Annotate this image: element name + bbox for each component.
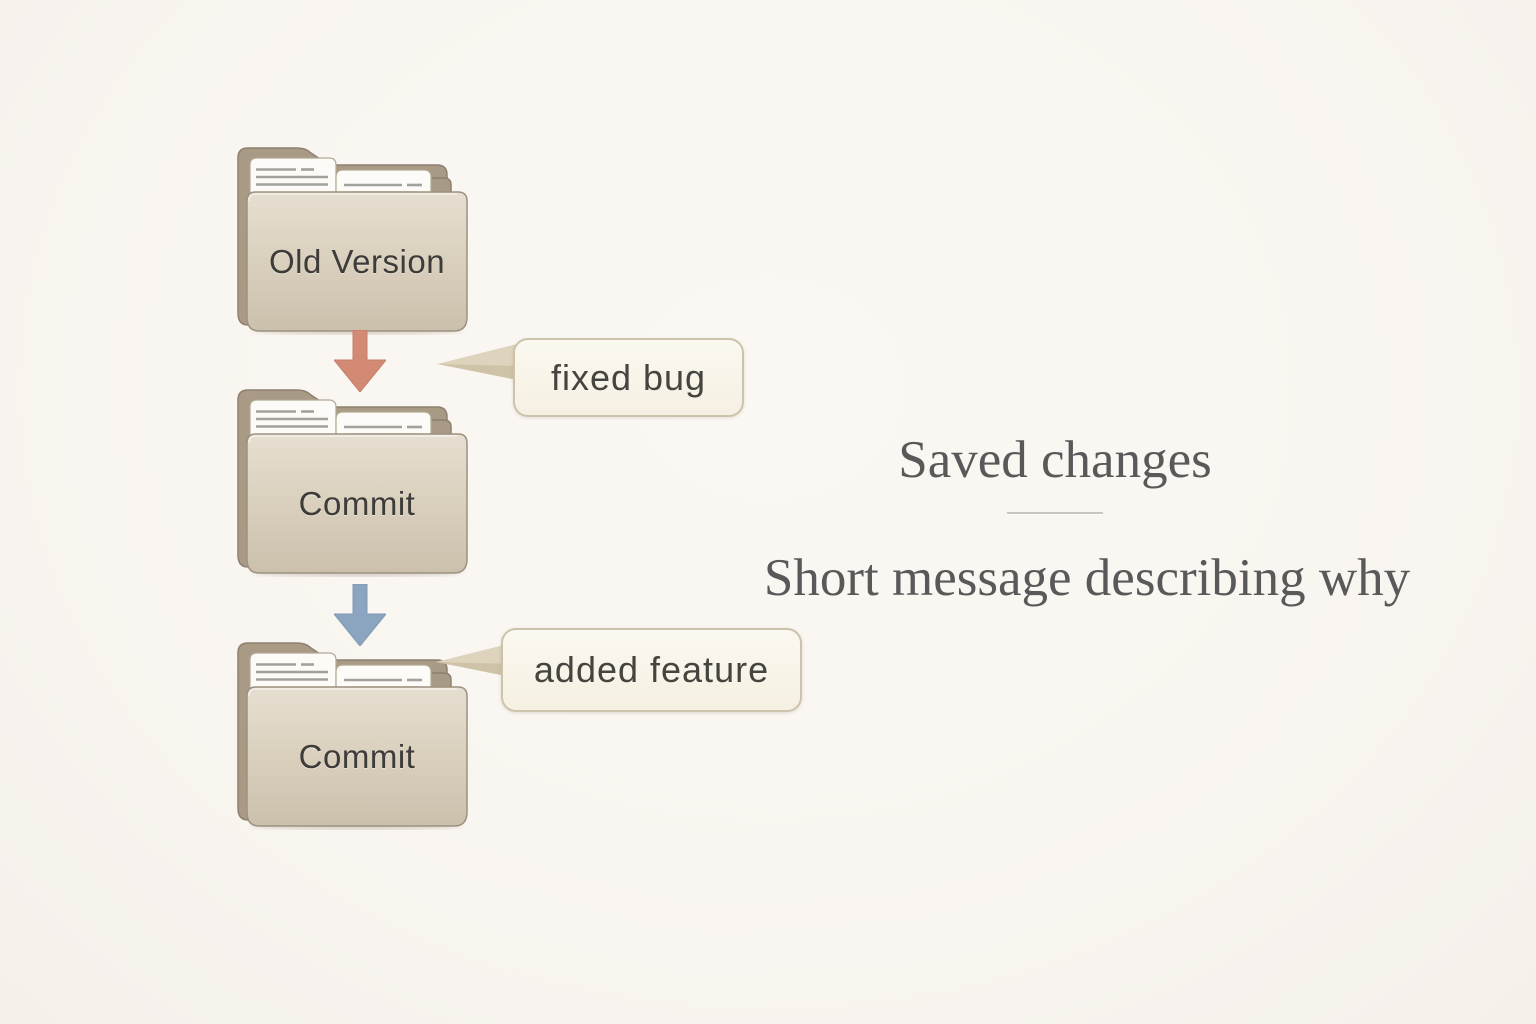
annotation-divider: [1007, 512, 1103, 514]
annotation-subtitle: Short message describing why: [763, 549, 1411, 607]
folder-commit-2: Commit: [237, 640, 469, 830]
speech-bubble-tail: [437, 342, 517, 390]
bubble-label: added feature: [533, 649, 770, 690]
annotation-title: Saved changes: [898, 431, 1212, 489]
down-arrow-glyph: [334, 330, 386, 392]
speech-bubble-added-feature: added feature: [501, 628, 802, 712]
bubble-label: fixed bug: [550, 356, 707, 398]
down-arrow-glyph: [334, 584, 386, 646]
folder-commit-1: Commit: [237, 387, 469, 577]
folder-old-version: Old Version: [237, 145, 469, 335]
folder-label: Commit: [298, 485, 416, 522]
folder-label: Commit: [298, 738, 416, 775]
down-arrow-icon: [334, 330, 386, 392]
folder-label: Old Version: [268, 243, 446, 280]
down-arrow-icon: [334, 584, 386, 646]
speech-bubble-fixed-bug: fixed bug: [513, 338, 744, 417]
